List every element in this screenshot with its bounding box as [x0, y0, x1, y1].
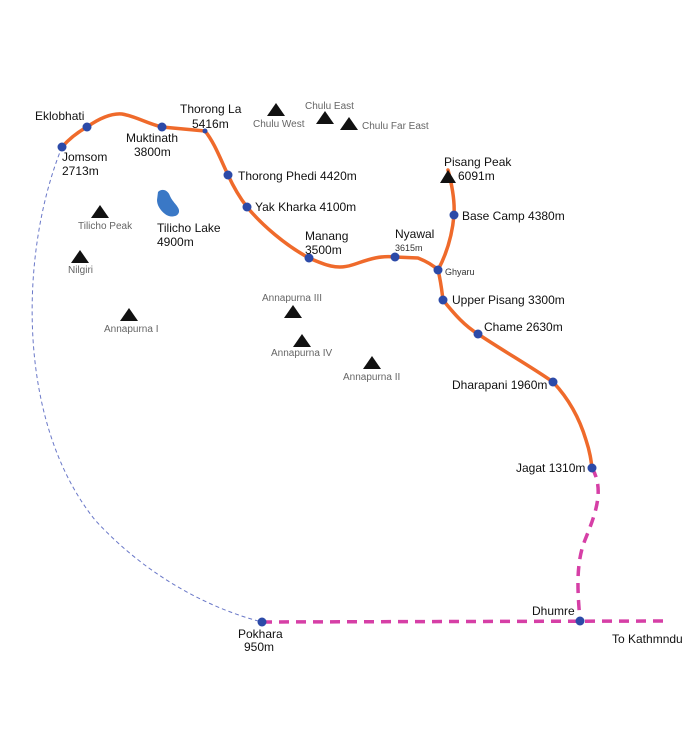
stop-chame[interactable]	[473, 329, 483, 339]
label-jagat: Jagat 1310m	[516, 461, 585, 475]
stop-markers	[57, 122, 597, 627]
label-chulu-west: Chulu West	[253, 119, 305, 130]
trail-jomsom-pokhara	[31, 146, 263, 623]
label-pokhara-alt: 950m	[244, 640, 274, 654]
label-chulu-east: Chulu East	[305, 101, 354, 112]
label-pisang-peak: Pisang Peak	[444, 155, 512, 169]
label-annapurna-iii: Annapurna III	[262, 293, 322, 304]
stop-thorong-phedi[interactable]	[223, 170, 233, 180]
label-manang: Manang	[305, 229, 348, 243]
stop-pokhara[interactable]	[257, 617, 267, 627]
stop-yak-kharka[interactable]	[242, 202, 252, 212]
label-annapurna-i: Annapurna I	[104, 324, 159, 335]
label-pokhara: Pokhara	[238, 627, 283, 641]
stop-jagat[interactable]	[587, 463, 597, 473]
label-muktinath: Muktinath	[126, 131, 178, 145]
label-eklobhati: Eklobhati	[35, 109, 84, 123]
trek-route-pisang-peak	[436, 168, 456, 272]
label-base-camp: Base Camp 4380m	[462, 209, 565, 223]
stop-muktinath[interactable]	[157, 122, 167, 132]
trek-route	[60, 112, 594, 470]
label-thorong-la: Thorong La	[180, 102, 242, 116]
label-annapurna-iv: Annapurna IV	[271, 348, 332, 359]
mountain-icon	[267, 103, 285, 116]
label-thorong-phedi: Thorong Phedi 4420m	[238, 169, 357, 183]
peak-markers	[71, 103, 456, 369]
label-dharapani: Dharapani 1960m	[452, 378, 547, 392]
label-ghyaru: Ghyaru	[445, 267, 475, 277]
stop-ghyaru[interactable]	[433, 265, 443, 275]
tilicho-lake	[157, 189, 180, 217]
label-dhumre: Dhumre	[532, 604, 575, 618]
label-tilicho-peak: Tilicho Peak	[78, 221, 133, 232]
stop-base-camp[interactable]	[449, 210, 459, 220]
label-chame: Chame 2630m	[484, 320, 563, 334]
stop-upper-pisang[interactable]	[438, 295, 448, 305]
mountain-icon	[91, 205, 109, 218]
stop-nyawal[interactable]	[390, 252, 400, 262]
road-jagat-dhumre	[576, 467, 600, 622]
label-muktinath-alt: 3800m	[134, 145, 171, 159]
mountain-icon	[316, 111, 334, 124]
stop-manang[interactable]	[304, 253, 314, 263]
stop-jomsom[interactable]	[57, 142, 67, 152]
label-pisang-peak-alt: 6091m	[458, 169, 495, 183]
road-pokhara-kathmandu	[261, 619, 669, 624]
mountain-icon	[71, 250, 89, 263]
label-jomsom-alt: 2713m	[62, 164, 99, 178]
label-annapurna-ii: Annapurna II	[343, 372, 400, 383]
label-manang-alt: 3500m	[305, 243, 342, 257]
label-nyawal-alt: 3615m	[395, 243, 423, 253]
mountain-icon	[363, 356, 381, 369]
stop-eklobhati[interactable]	[82, 122, 92, 132]
label-jomsom: Jomsom	[62, 150, 107, 164]
mountain-icon	[284, 305, 302, 318]
label-to-kathmandu: To Kathmndu	[612, 632, 683, 646]
label-chulu-far-east: Chulu Far East	[362, 121, 429, 132]
mountain-icon	[120, 308, 138, 321]
mountain-icon	[293, 334, 311, 347]
label-nyawal: Nyawal	[395, 227, 434, 241]
label-yak-kharka: Yak Kharka 4100m	[255, 200, 356, 214]
label-tilicho-lake-alt: 4900m	[157, 235, 194, 249]
mountain-icon	[440, 170, 456, 183]
label-upper-pisang: Upper Pisang 3300m	[452, 293, 565, 307]
mountain-icon	[340, 117, 358, 130]
label-thorong-la-alt: 5416m	[192, 117, 229, 131]
stop-dharapani[interactable]	[548, 377, 558, 387]
label-nilgiri: Nilgiri	[68, 265, 93, 276]
stop-dhumre[interactable]	[575, 616, 585, 626]
stop-thorong-la[interactable]	[202, 128, 208, 134]
label-tilicho-lake: Tilicho Lake	[157, 221, 221, 235]
